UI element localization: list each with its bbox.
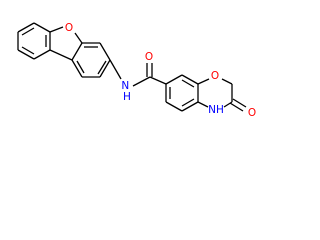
bond (165, 74, 183, 85)
atom-furan-oxygen: O (65, 22, 73, 34)
bond (165, 101, 183, 112)
bond (99, 59, 111, 78)
bond-o-c (74, 32, 83, 44)
molecule-structure: O O O O N H NH (17, 22, 256, 119)
double-bond-inner (181, 98, 195, 107)
bond (99, 42, 111, 61)
atom-amide-h-letter: H (123, 91, 131, 103)
benzoxazinone-benzene-ring (165, 74, 199, 112)
amide-linker (109, 59, 167, 87)
bond-n-c (132, 76, 151, 87)
bond (17, 49, 35, 60)
double-bond-inner (21, 27, 35, 36)
double-bond-c-o (229, 102, 244, 112)
atom-amide-carbonyl-oxygen: O (145, 51, 153, 63)
bond (71, 59, 83, 78)
atom-ring-oxygen: O (211, 70, 219, 82)
double-bond-c-o (232, 98, 247, 108)
bond-o-c (221, 78, 233, 85)
dibenzofuran-right-ring (71, 42, 111, 78)
bond (33, 22, 51, 33)
bond (181, 101, 199, 112)
bond (17, 22, 35, 33)
bond (33, 49, 51, 60)
dibenzofuran-furan-ring (49, 26, 83, 61)
double-bond-inner (181, 79, 195, 88)
bond (71, 42, 83, 61)
bond-c-o (49, 26, 64, 33)
double-bond-inner (21, 46, 35, 55)
atom-amide-n-letter: N (121, 80, 129, 92)
bond-c-o (197, 78, 210, 85)
bond-c-n (109, 59, 122, 80)
atom-lactam-carbonyl-oxygen: O (248, 107, 256, 119)
atom-amide-nitrogen: N H (121, 80, 132, 103)
dibenzofuran-left-ring (17, 22, 51, 60)
double-bond-inner (97, 60, 107, 75)
bond-n-c (197, 101, 209, 108)
molecule-diagram: O O O O N H NH (17, 22, 256, 119)
double-bond-inner (76, 60, 85, 74)
atom-lactam-nitrogen: NH (208, 104, 224, 116)
bond (181, 74, 199, 85)
bond (149, 76, 167, 85)
bond (49, 49, 73, 61)
oxazinone-ring (197, 78, 247, 112)
